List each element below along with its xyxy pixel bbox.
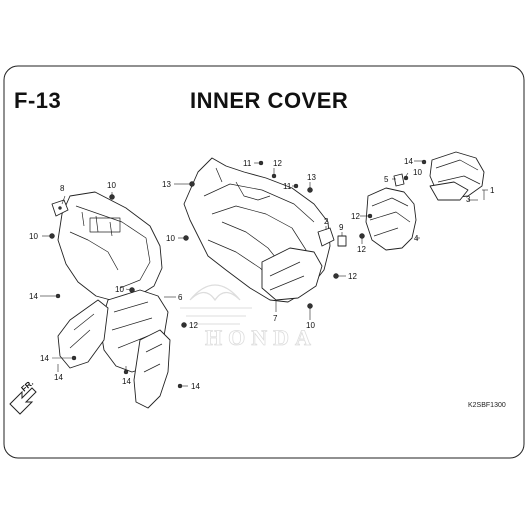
clip-12b <box>271 173 277 179</box>
callout-10: 10 <box>306 321 315 330</box>
brand-watermark: HONDA <box>180 284 317 350</box>
callout-10: 10 <box>413 168 422 177</box>
part-6-inner-cover-left <box>57 191 171 409</box>
callout-14: 14 <box>54 373 63 382</box>
part-8-bracket <box>51 199 69 217</box>
callout-12: 12 <box>357 245 366 254</box>
part-3-seal <box>429 181 469 201</box>
callout-7: 7 <box>273 314 278 323</box>
callout-1: 1 <box>490 186 495 195</box>
callout-10: 10 <box>107 181 116 190</box>
screw-13b <box>307 187 313 193</box>
screw-14c <box>123 369 129 375</box>
callout-10: 10 <box>29 232 38 241</box>
screw-14b <box>71 355 77 361</box>
callout-5: 5 <box>384 175 389 184</box>
callout-10: 10 <box>166 234 175 243</box>
watermark-text: HONDA <box>205 325 317 350</box>
screw-10a <box>109 194 115 200</box>
callout-10: 10 <box>115 285 124 294</box>
part-5-grommet <box>393 173 405 187</box>
drawing-code: K2SBF1300 <box>468 402 506 409</box>
figure-code: F-13 <box>14 88 62 113</box>
part-9-clip <box>337 235 347 247</box>
callouts: 8 10 10 14 10 6 12 14 14 14 14 13 10 11 … <box>29 157 495 391</box>
callout-3: 3 <box>466 195 471 204</box>
callout-12: 12 <box>273 159 282 168</box>
callout-13: 13 <box>162 180 171 189</box>
screw-11b <box>293 183 299 189</box>
part-7-inner-cover-center <box>183 157 331 303</box>
callout-14: 14 <box>40 354 49 363</box>
screw-10f <box>403 175 409 181</box>
callout-9: 9 <box>339 223 344 232</box>
callout-6: 6 <box>178 293 183 302</box>
callout-2: 2 <box>324 217 329 226</box>
callout-11: 11 <box>243 159 252 168</box>
callout-11: 11 <box>283 182 292 191</box>
callout-12: 12 <box>189 321 198 330</box>
leader-lines <box>40 160 488 387</box>
clip-12e <box>367 213 373 219</box>
screw-11a <box>258 160 264 166</box>
screw-14e <box>421 159 427 165</box>
fasteners <box>49 159 427 389</box>
callout-14: 14 <box>122 377 131 386</box>
screw-10c <box>129 287 135 293</box>
clip-12c <box>333 273 339 279</box>
callout-14: 14 <box>404 157 413 166</box>
front-direction-arrow: FR. <box>9 378 37 415</box>
screw-13a <box>189 181 195 187</box>
clip-12d <box>359 233 365 239</box>
callout-14: 14 <box>191 382 200 391</box>
screw-10d <box>183 235 189 241</box>
screw-14a <box>55 293 61 299</box>
callout-14: 14 <box>29 292 38 301</box>
screw-10e <box>307 303 313 309</box>
callout-12: 12 <box>351 212 360 221</box>
diagram-border <box>3 65 525 459</box>
diagram-title: INNER COVER <box>190 88 349 113</box>
part-4-inner-bracket-right <box>365 187 417 251</box>
callout-13: 13 <box>307 173 316 182</box>
arrow-icon <box>9 387 37 415</box>
screw-14d <box>177 383 183 389</box>
screw-10b <box>49 233 55 239</box>
callout-8: 8 <box>60 184 65 193</box>
callout-4: 4 <box>414 234 419 243</box>
callout-12: 12 <box>348 272 357 281</box>
